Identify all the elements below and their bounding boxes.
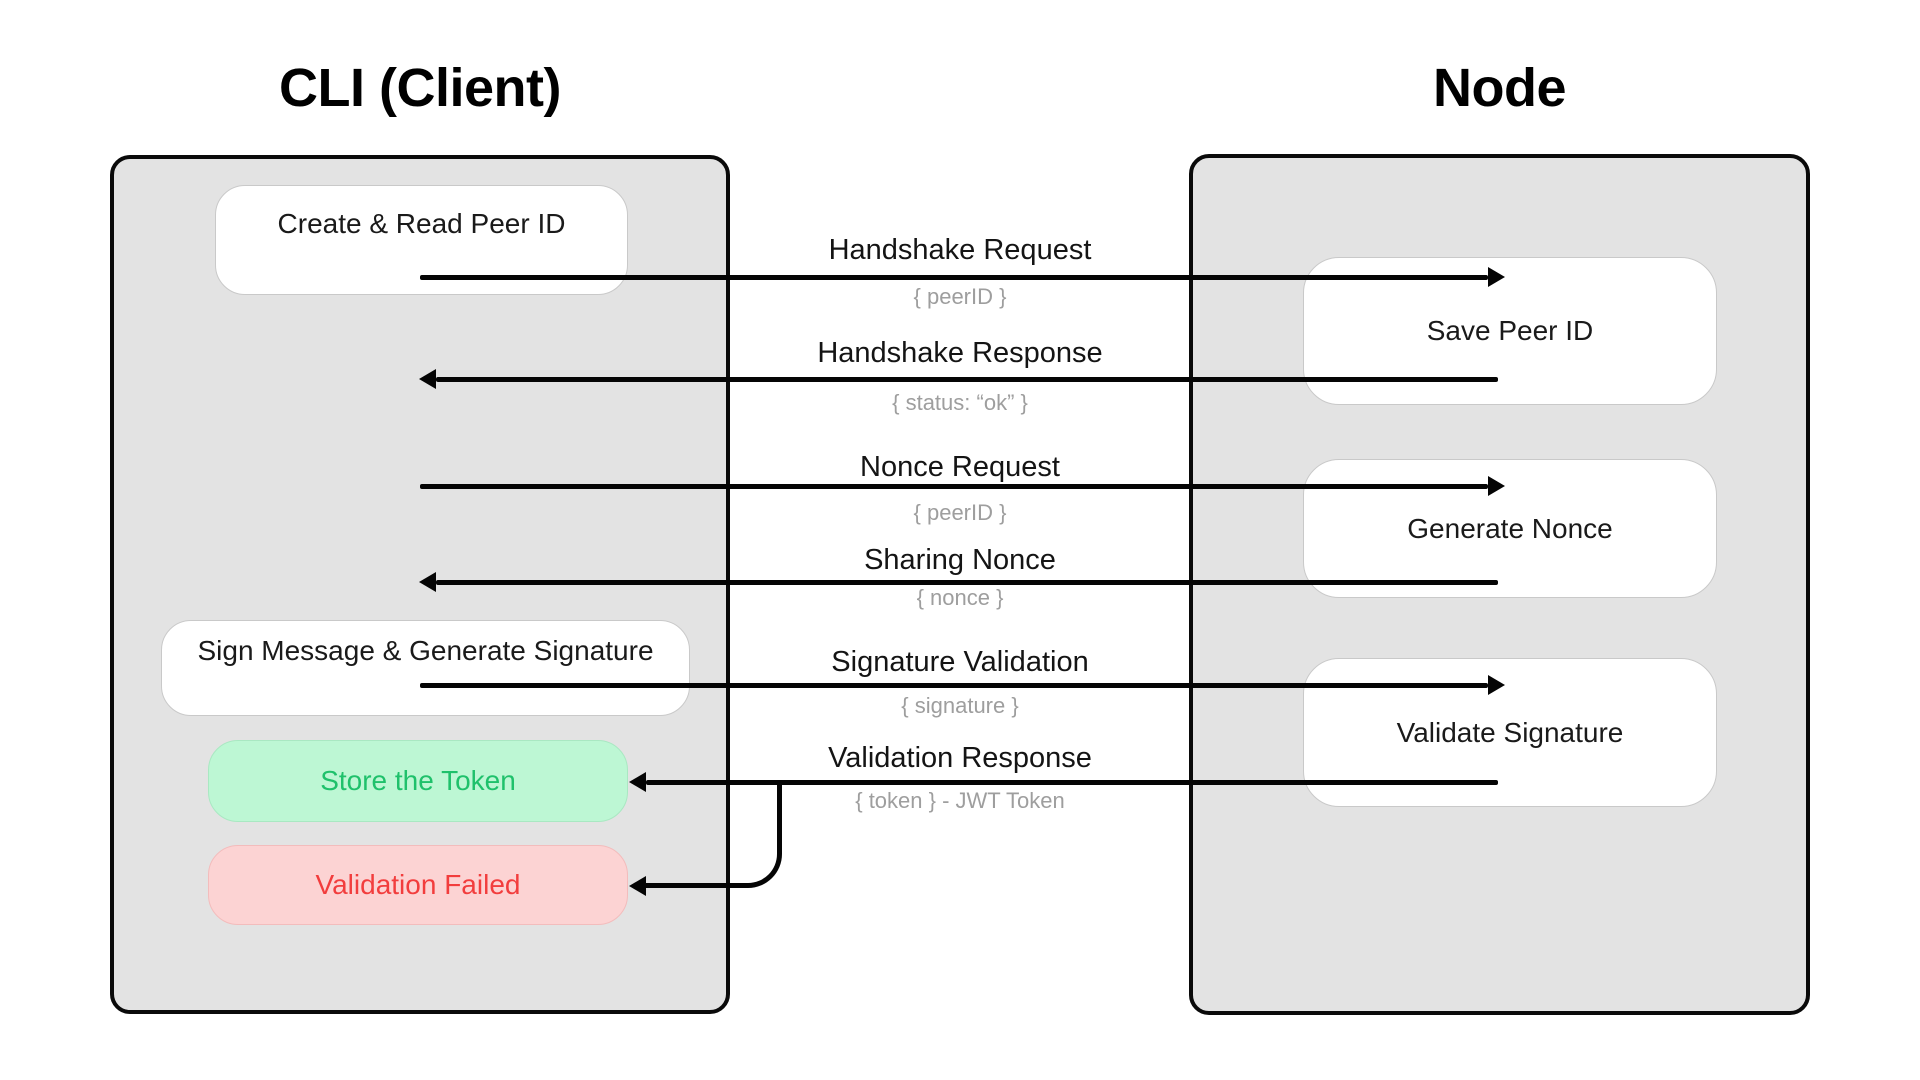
sign-message-label: Sign Message & Generate Signature (197, 635, 654, 666)
validation-failed-branch-line (640, 784, 782, 888)
handshake-request-arrowhead-icon (1488, 267, 1505, 287)
client-lane-title: CLI (Client) (279, 58, 561, 118)
validate-signature-label: Validate Signature (1396, 716, 1624, 748)
handshake-response-payload: { status: “ok” } (892, 390, 1028, 415)
sharing-nonce-payload: { nonce } (916, 585, 1004, 610)
generate-nonce-label: Generate Nonce (1407, 512, 1613, 544)
node-lane-title: Node (1433, 58, 1567, 118)
create-read-peer-id-label: Create & Read Peer ID (277, 208, 566, 239)
signature-validation-payload: { signature } (901, 693, 1019, 718)
signature-validation-arrowhead-icon (1488, 675, 1505, 695)
validation-failed-arrowhead-icon (629, 876, 646, 896)
sign-message-box: Sign Message & Generate Signature (161, 620, 690, 716)
nonce-request-arrowhead-icon (1488, 476, 1505, 496)
store-token-box: Store the Token (208, 740, 628, 822)
sharing-nonce-arrowhead-icon (419, 572, 436, 592)
handshake-response-arrow-line (436, 377, 1498, 382)
handshake-request-arrow-line (420, 275, 1488, 280)
handshake-request-payload: { peerID } (913, 284, 1007, 309)
validation-failed-box: Validation Failed (208, 845, 628, 925)
handshake-response-label: Handshake Response (817, 337, 1103, 369)
nonce-request-label: Nonce Request (860, 451, 1060, 483)
nonce-request-payload: { peerID } (913, 500, 1007, 525)
save-peer-id-label: Save Peer ID (1426, 315, 1594, 346)
generate-nonce-box: Generate Nonce (1303, 459, 1717, 598)
validation-response-payload: { token } - JWT Token (855, 788, 1065, 813)
validation-failed-label: Validation Failed (315, 869, 521, 900)
sharing-nonce-arrow-line (436, 580, 1498, 585)
signature-validation-arrow-line (420, 683, 1488, 688)
handshake-request-label: Handshake Request (828, 234, 1092, 266)
validation-response-arrow-line (646, 780, 1498, 785)
sharing-nonce-label: Sharing Nonce (864, 544, 1056, 576)
nonce-request-arrow-line (420, 484, 1488, 489)
store-token-label: Store the Token (320, 765, 516, 796)
handshake-response-arrowhead-icon (419, 369, 436, 389)
signature-validation-label: Signature Validation (831, 646, 1089, 678)
validation-response-label: Validation Response (828, 742, 1092, 774)
